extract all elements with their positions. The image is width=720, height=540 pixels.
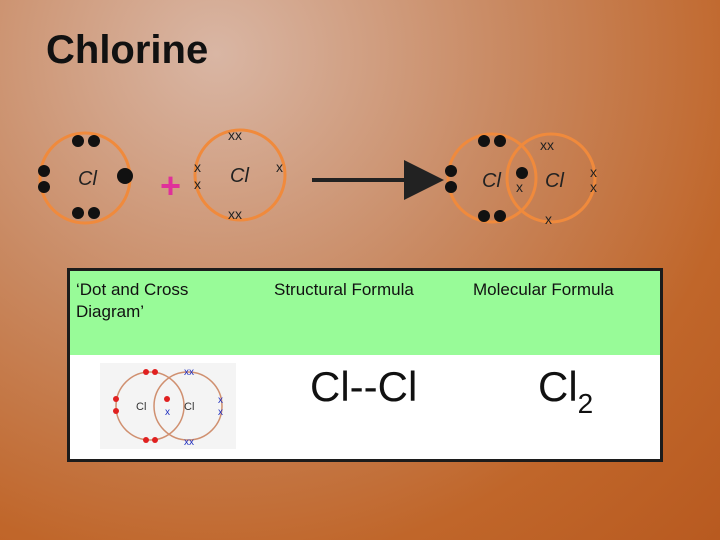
formula-table: ‘Dot and Cross Diagram’ Structural Formu… bbox=[67, 268, 663, 462]
thumbnail-crosses: xx xx x x x bbox=[165, 367, 223, 448]
atom-label-right: Cl bbox=[230, 165, 249, 187]
svg-text:xx: xx bbox=[540, 137, 554, 153]
atom-label-left: Cl bbox=[78, 168, 97, 190]
svg-text:x: x bbox=[590, 179, 597, 195]
svg-text:x: x bbox=[194, 159, 201, 175]
svg-text:x: x bbox=[590, 164, 597, 180]
svg-text:x: x bbox=[276, 159, 283, 175]
structural-formula: Cl--Cl bbox=[310, 363, 418, 410]
atom-shell-right bbox=[193, 128, 287, 222]
valence-electron-dots-left bbox=[38, 135, 133, 219]
reaction-diagram: Cl + xx x x xx x Cl xx x x x x Cl Cl bbox=[38, 127, 597, 227]
svg-text:x: x bbox=[194, 176, 201, 192]
product-label-right: Cl bbox=[545, 170, 564, 192]
table-header: ‘Dot and Cross Diagram’ Structural Formu… bbox=[70, 271, 660, 355]
svg-text:x: x bbox=[218, 395, 223, 406]
svg-text:Cl: Cl bbox=[136, 401, 146, 413]
svg-text:xx: xx bbox=[184, 437, 194, 448]
header-molecular: Molecular Formula bbox=[473, 280, 614, 299]
svg-text:Cl: Cl bbox=[184, 401, 194, 413]
product-shell-left bbox=[446, 132, 538, 224]
product-label-left: Cl bbox=[482, 170, 501, 192]
page-title: Chlorine bbox=[46, 28, 209, 72]
svg-text:xx: xx bbox=[184, 367, 194, 378]
dot-cross-thumbnail: xx xx x x x Cl Cl bbox=[100, 363, 236, 449]
header-dot-cross: ‘Dot and Cross Diagram’ bbox=[76, 280, 189, 321]
product-shell-right bbox=[505, 132, 597, 224]
valence-electron-crosses-right: xx x x xx x bbox=[194, 127, 283, 222]
thumbnail-dots bbox=[113, 369, 170, 443]
molecular-subscript: 2 bbox=[577, 388, 594, 419]
svg-text:x: x bbox=[218, 407, 223, 418]
plus-icon: + bbox=[160, 165, 181, 206]
product-electron-crosses: xx x x x x bbox=[516, 137, 597, 227]
product-electron-dots bbox=[445, 135, 528, 222]
header-structural: Structural Formula bbox=[274, 280, 414, 299]
molecular-formula: Cl2 bbox=[538, 363, 593, 420]
svg-text:x: x bbox=[516, 179, 523, 195]
svg-text:xx: xx bbox=[228, 127, 242, 143]
svg-text:xx: xx bbox=[228, 206, 242, 222]
svg-text:x: x bbox=[165, 407, 170, 418]
svg-text:x: x bbox=[545, 211, 552, 227]
molecular-symbol: Cl bbox=[538, 363, 578, 410]
